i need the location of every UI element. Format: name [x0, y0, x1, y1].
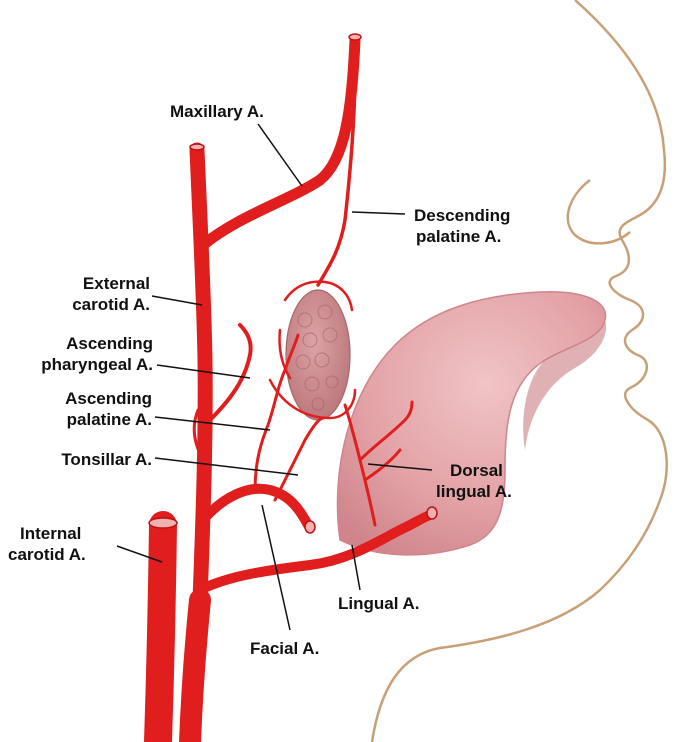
- label-maxillary-line1: Maxillary A.: [170, 101, 264, 122]
- label-dorsal-lingual-line1: Dorsal: [436, 460, 512, 481]
- label-ascending-pharyngeal-line2: pharyngeal A.: [10, 354, 153, 375]
- label-descending-palatine-line1: Descending: [414, 205, 510, 226]
- label-ascending-pharyngeal-line1: Ascending: [10, 333, 153, 354]
- tonsillar-artery: [275, 418, 322, 500]
- label-dorsal-lingual-artery: Dorsal lingual A.: [436, 460, 512, 502]
- maxillary-artery: [203, 40, 355, 245]
- label-tonsillar-line1: Tonsillar A.: [20, 449, 152, 470]
- external-carotid-lower: [190, 600, 200, 742]
- label-internal-carotid-line2: carotid A.: [8, 544, 116, 565]
- internal-carotid-artery: [158, 525, 163, 742]
- label-lingual-artery: Lingual A.: [338, 593, 420, 614]
- label-maxillary-artery: Maxillary A.: [170, 101, 264, 122]
- label-external-carotid-line2: carotid A.: [40, 294, 150, 315]
- ascending-pharyngeal-artery: [210, 325, 251, 420]
- tongue: [337, 292, 605, 555]
- label-ascending-palatine-line1: Ascending: [20, 388, 152, 409]
- label-external-carotid-artery: External carotid A.: [40, 273, 150, 315]
- label-ascending-palatine-line2: palatine A.: [20, 409, 152, 430]
- label-descending-palatine-artery: Descending palatine A.: [414, 205, 510, 247]
- label-ascending-pharyngeal-artery: Ascending pharyngeal A.: [10, 333, 153, 375]
- label-lingual-line1: Lingual A.: [338, 593, 420, 614]
- label-facial-artery: Facial A.: [250, 638, 319, 659]
- facial-artery: [203, 489, 308, 525]
- label-internal-carotid-artery: Internal carotid A.: [8, 523, 116, 565]
- label-internal-carotid-line1: Internal: [8, 523, 116, 544]
- label-tonsillar-artery: Tonsillar A.: [20, 449, 152, 470]
- label-facial-line1: Facial A.: [250, 638, 319, 659]
- external-carotid-artery: [197, 150, 205, 600]
- label-dorsal-lingual-line2: lingual A.: [436, 481, 512, 502]
- label-descending-palatine-line2: palatine A.: [414, 226, 510, 247]
- label-ascending-palatine-artery: Ascending palatine A.: [20, 388, 152, 430]
- label-external-carotid-line1: External: [40, 273, 150, 294]
